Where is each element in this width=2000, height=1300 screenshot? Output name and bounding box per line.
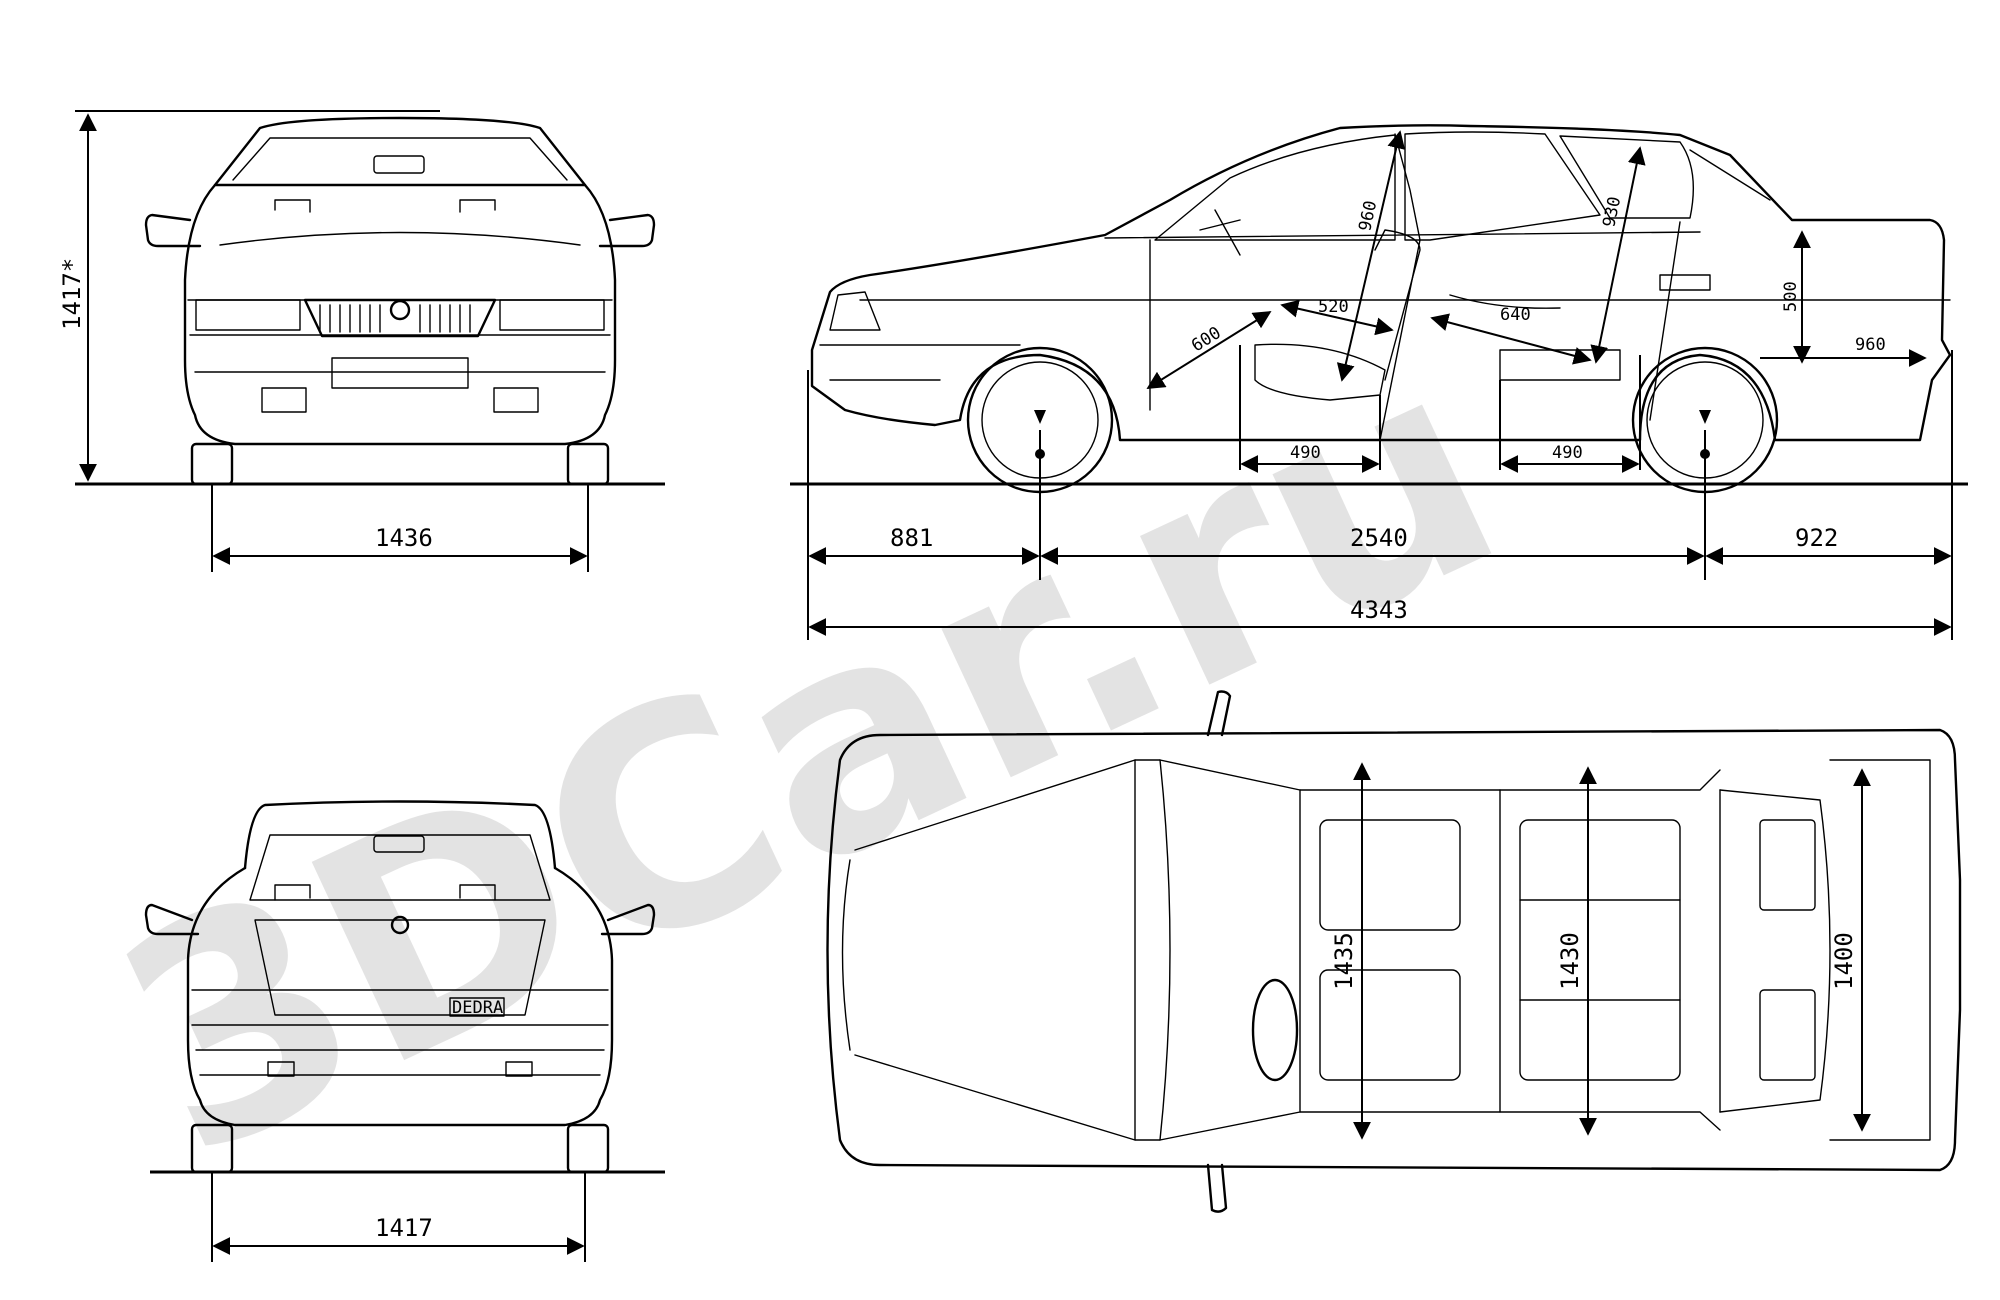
dim-rear-shoulder: 1430 [1556, 932, 1584, 990]
dim-pedal: 600 [1188, 323, 1225, 356]
dim-trunk-length: 960 [1855, 335, 1886, 355]
dim-front-shoulder: 1435 [1330, 932, 1358, 990]
rear-view: DEDRA 1417 [144, 800, 665, 1262]
dim-trunk-height: 500 [1781, 281, 1801, 312]
dim-front-cushion: 490 [1290, 443, 1321, 463]
dim-front-overhang: 881 [890, 524, 933, 552]
dim-rear-overhang: 922 [1795, 524, 1838, 552]
dim-overall-length: 4343 [1350, 596, 1408, 624]
dim-rear-headroom: 930 [1599, 195, 1625, 229]
rear-model-badge: DEDRA [452, 998, 503, 1018]
front-view: 1417* 1436 [58, 110, 665, 572]
dim-front-track: 1436 [375, 524, 433, 552]
dim-trunk-width: 1400 [1830, 932, 1858, 990]
side-view: 960 930 520 640 600 490 490 500 960 881 … [790, 124, 1968, 640]
top-view: 1435 1430 1400 [826, 690, 1962, 1213]
dim-front-height: 1417* [58, 258, 86, 330]
dim-rear-track: 1417 [375, 1214, 433, 1242]
dim-wheelbase: 2540 [1350, 524, 1408, 552]
dim-rear-cushion: 490 [1552, 443, 1583, 463]
dim-rear-seat: 640 [1500, 305, 1531, 325]
dim-front-seat: 520 [1318, 297, 1349, 317]
